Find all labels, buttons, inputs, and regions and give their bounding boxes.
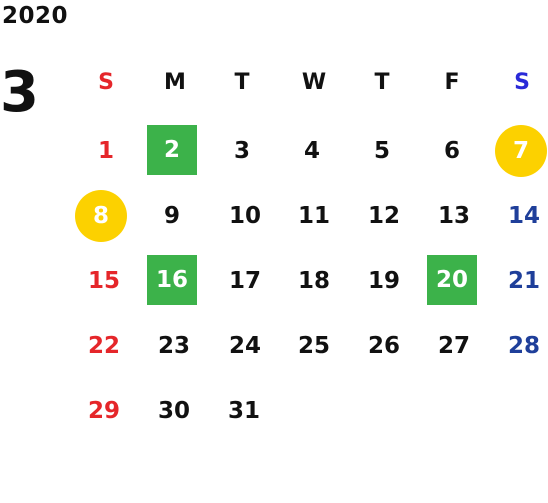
day-cell[interactable]: 6 [443,138,460,164]
day-cell[interactable]: 10 [228,203,261,229]
day-cell[interactable]: 21 [507,268,540,294]
day-cell[interactable]: 15 [87,268,120,294]
day-cell[interactable]: 5 [373,138,390,164]
day-cell[interactable]: 13 [437,203,470,229]
day-cell[interactable]: 25 [297,333,330,359]
weekday-fri: F [444,69,460,95]
day-cell[interactable]: 1 [97,138,114,164]
day-cell[interactable]: 11 [297,203,330,229]
day-cell[interactable]: 17 [228,268,261,294]
day-cell[interactable]: 24 [228,333,261,359]
day-cell-highlight-yellow[interactable]: 8 [75,190,127,242]
weekday-tue: T [234,69,250,95]
weekday-wed: W [301,69,327,95]
weekday-thu: T [374,69,390,95]
day-cell[interactable]: 19 [367,268,400,294]
day-cell[interactable]: 12 [367,203,400,229]
day-cell[interactable]: 23 [157,333,190,359]
day-cell-highlight-yellow[interactable]: 7 [495,125,547,177]
day-cell[interactable]: 29 [87,398,120,424]
day-cell[interactable]: 31 [227,398,260,424]
day-cell[interactable]: 22 [87,333,120,359]
day-cell[interactable]: 28 [507,333,540,359]
year-label: 2020 [2,3,69,29]
month-label: 3 [0,60,39,125]
weekday-mon: M [164,69,186,95]
day-cell[interactable]: 30 [157,398,190,424]
day-cell[interactable]: 14 [507,203,540,229]
weekday-sun: S [98,69,114,95]
day-cell[interactable]: 9 [163,203,180,229]
day-cell-highlight-green[interactable]: 20 [427,255,477,305]
day-cell[interactable]: 18 [297,268,330,294]
weekday-sat: S [514,69,530,95]
day-cell[interactable]: 27 [437,333,470,359]
day-cell[interactable]: 4 [303,138,320,164]
day-cell[interactable]: 26 [367,333,400,359]
day-cell[interactable]: 3 [233,138,250,164]
day-cell-highlight-green[interactable]: 2 [147,125,197,175]
day-cell-highlight-green[interactable]: 16 [147,255,197,305]
